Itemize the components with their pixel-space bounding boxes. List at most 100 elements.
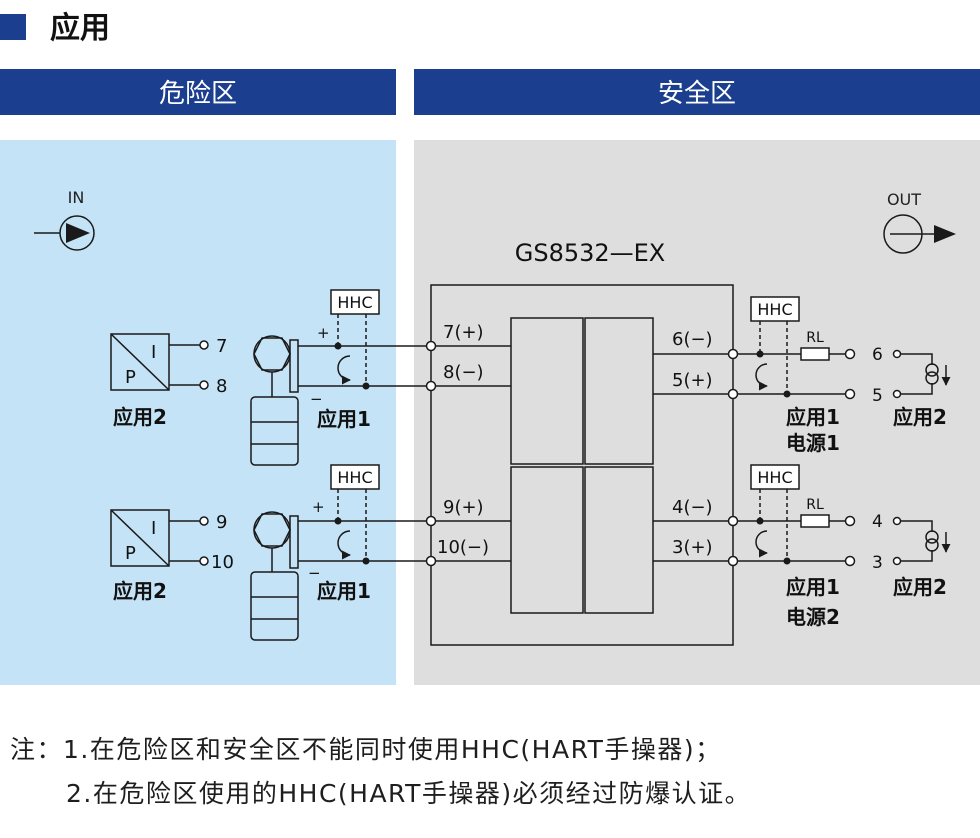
input-positive-terminal: 7(+) bbox=[443, 322, 484, 343]
terminal-icon bbox=[844, 348, 856, 360]
terminal-icon bbox=[425, 380, 437, 392]
pi-p-label-2: P bbox=[125, 543, 136, 564]
terminal-icon bbox=[727, 388, 739, 400]
output-negative-terminal: 6(−) bbox=[672, 329, 713, 350]
current-loop-icon bbox=[337, 355, 351, 385]
terminal-icon bbox=[844, 515, 856, 527]
input-circle-icon bbox=[59, 215, 95, 251]
channel-2: P I 9 10 应用2 + − HHC 应用1 bbox=[110, 464, 951, 641]
polarity-plus: + bbox=[312, 498, 325, 516]
pi-converter-2 bbox=[110, 509, 170, 567]
pi-p-label-1: P bbox=[125, 367, 136, 388]
safe-zone-label: 安全区 bbox=[658, 79, 736, 109]
receiver-terminal-a: 4 bbox=[872, 512, 883, 532]
module-1a bbox=[510, 317, 584, 465]
app1-label: 应用1 bbox=[317, 579, 371, 603]
module-1b bbox=[584, 317, 654, 465]
sensor-terminal-a: 9 bbox=[216, 512, 227, 533]
input-label: IN bbox=[68, 188, 85, 207]
input-negative-terminal: 10(−) bbox=[437, 537, 489, 558]
terminal-icon bbox=[892, 516, 902, 526]
polarity-minus: − bbox=[308, 564, 321, 582]
power-label: 电源1 bbox=[786, 431, 840, 455]
safe-zone-header bbox=[414, 69, 980, 115]
power-label: 电源2 bbox=[786, 605, 840, 629]
hhc-label: HHC bbox=[337, 468, 372, 487]
module-2b bbox=[584, 466, 654, 614]
hhc-box-1 bbox=[330, 289, 380, 315]
receiver-terminal-a: 6 bbox=[872, 345, 883, 365]
load-resistor-icon bbox=[800, 514, 830, 528]
safe-zone-area bbox=[414, 140, 980, 685]
hhc-box-3 bbox=[330, 464, 380, 490]
terminal-icon bbox=[892, 389, 902, 399]
app1-label: 应用1 bbox=[786, 575, 840, 599]
terminal-icon bbox=[892, 556, 902, 566]
input-positive-terminal: 9(+) bbox=[443, 497, 484, 518]
current-loop-icon bbox=[755, 530, 768, 558]
terminal-icon bbox=[199, 516, 209, 526]
app2-label: 应用2 bbox=[893, 575, 947, 599]
junction-dot bbox=[756, 350, 764, 358]
terminal-icon bbox=[727, 515, 739, 527]
channel-1: P I 7 8 应用2 + − HHC 应用1 bbox=[110, 289, 951, 466]
pi-i-label-1: I bbox=[151, 342, 156, 363]
terminal-icon bbox=[425, 515, 437, 527]
hazardous-zone-header bbox=[0, 69, 396, 115]
current-source-icon bbox=[925, 363, 951, 386]
output-arrow-icon bbox=[934, 225, 956, 243]
current-loop-icon bbox=[337, 530, 351, 560]
device-model-label: GS8532—EX bbox=[515, 239, 666, 267]
pi-converter-1 bbox=[110, 333, 170, 391]
hhc-box-2 bbox=[750, 296, 800, 322]
notes-prefix: 注： bbox=[10, 735, 64, 764]
note-1: 1.在危险区和安全区不能同时使用HHC(HART手操器)； bbox=[63, 735, 722, 764]
pi-diagonal-2 bbox=[110, 509, 170, 567]
receiver-terminal-b: 5 bbox=[872, 386, 883, 406]
receiver-wire bbox=[901, 353, 933, 365]
hhc-label: HHC bbox=[337, 293, 372, 312]
section-marker bbox=[0, 14, 26, 40]
polarity-plus: + bbox=[317, 324, 330, 342]
hazardous-zone-label: 危险区 bbox=[159, 79, 237, 109]
output-positive-terminal: 3(+) bbox=[672, 537, 713, 558]
app2-label: 应用2 bbox=[113, 579, 167, 603]
hhc-label: HHC bbox=[757, 468, 792, 487]
device-enclosure bbox=[430, 284, 734, 646]
output-positive-terminal: 5(+) bbox=[672, 370, 713, 391]
receiver-terminal-b: 3 bbox=[872, 553, 883, 573]
notes-block: 注：1.在危险区和安全区不能同时使用HHC(HART手操器)； 2.在危险区使用… bbox=[10, 728, 751, 816]
note-row-1: 注：1.在危险区和安全区不能同时使用HHC(HART手操器)； bbox=[10, 728, 751, 772]
receiver-wire bbox=[901, 383, 933, 395]
polarity-minus: − bbox=[310, 390, 323, 408]
terminal-icon bbox=[199, 556, 209, 566]
section-title: 应用 bbox=[50, 11, 110, 46]
note-row-2: 2.在危险区使用的HHC(HART手操器)必须经过防爆认证。 bbox=[10, 772, 751, 816]
diagram-canvas: 应用 危险区 安全区 IN OUT GS8532—EX P I 7 8 应用2 bbox=[0, 11, 980, 685]
app2-label: 应用2 bbox=[893, 405, 947, 429]
app1-label: 应用1 bbox=[786, 405, 840, 429]
transmitter-icon bbox=[250, 335, 299, 466]
note-2: 2.在危险区使用的HHC(HART手操器)必须经过防爆认证。 bbox=[66, 779, 752, 808]
output-label: OUT bbox=[887, 190, 921, 209]
input-arrow-icon bbox=[66, 223, 90, 243]
output-negative-terminal: 4(−) bbox=[672, 497, 713, 518]
terminal-icon bbox=[727, 555, 739, 567]
load-resistor-label: RL bbox=[806, 330, 824, 346]
current-source-icon bbox=[925, 530, 951, 553]
sensor-terminal-b: 10 bbox=[211, 552, 234, 573]
terminal-icon bbox=[425, 555, 437, 567]
pi-i-label-2: I bbox=[151, 518, 156, 539]
sensor-terminal-a: 7 bbox=[216, 336, 227, 357]
terminal-icon bbox=[199, 340, 209, 350]
transmitter-icon bbox=[250, 511, 299, 641]
terminal-icon bbox=[844, 555, 856, 567]
receiver-wire bbox=[901, 520, 933, 532]
load-resistor-icon bbox=[800, 347, 830, 361]
terminal-icon bbox=[892, 349, 902, 359]
hhc-label: HHC bbox=[757, 300, 792, 319]
load-resistor-label: RL bbox=[806, 497, 824, 513]
sensor-terminal-b: 8 bbox=[216, 376, 227, 397]
terminal-icon bbox=[727, 348, 739, 360]
